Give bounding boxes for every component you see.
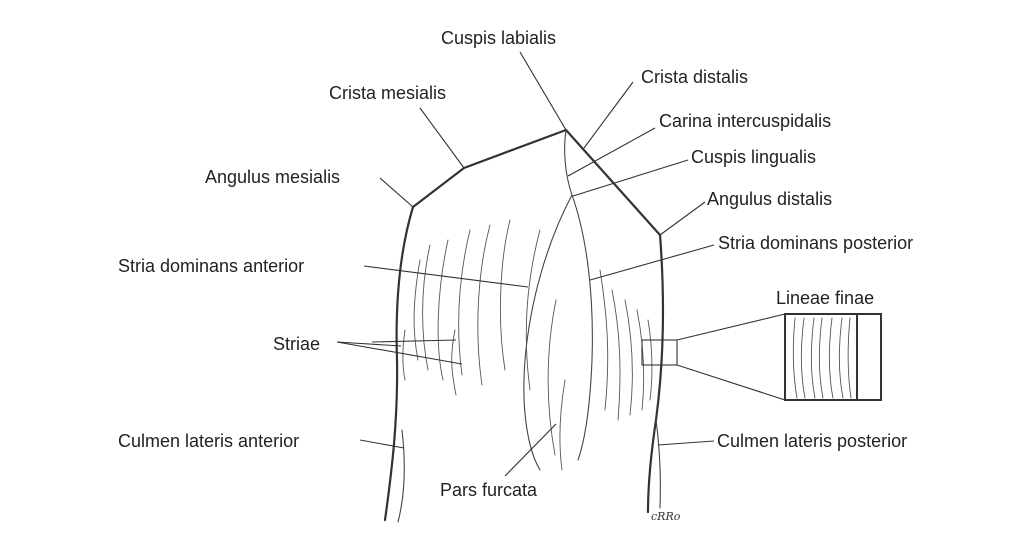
leader-carina-intercuspidalis xyxy=(568,128,655,176)
leader-striae-3 xyxy=(372,340,456,342)
inset-magnified-box xyxy=(785,314,881,400)
stria xyxy=(438,240,448,380)
leader-angulus-distalis xyxy=(660,202,705,235)
artist-signature: cRRo xyxy=(651,510,681,523)
stria xyxy=(478,225,490,385)
leader-crista-mesialis xyxy=(420,108,464,168)
leader-striae-2 xyxy=(337,342,462,364)
stria xyxy=(500,220,510,370)
inset-connector-bottom xyxy=(677,365,785,400)
leader-culmen-anterior xyxy=(360,440,404,448)
leader-stria-dominans-anterior xyxy=(364,266,528,287)
crista-mesialis-edge xyxy=(413,130,566,207)
label-cuspis-lingualis: Cuspis lingualis xyxy=(691,147,816,167)
label-crista-distalis: Crista distalis xyxy=(641,67,748,87)
stria xyxy=(560,380,565,470)
leader-angulus-mesialis xyxy=(380,178,413,207)
carina-group xyxy=(524,130,593,470)
leader-cuspis-labialis xyxy=(520,52,566,130)
inset-source-box xyxy=(642,340,677,365)
stria xyxy=(414,260,420,360)
label-crista-mesialis: Crista mesialis xyxy=(329,83,446,103)
crista-distalis-edge xyxy=(566,130,660,235)
label-angulus-mesialis: Angulus mesialis xyxy=(205,167,340,187)
label-striae: Striae xyxy=(273,334,320,354)
carina-intercuspidalis-line xyxy=(565,130,572,195)
leader-stria-dominans-posterior xyxy=(590,245,714,280)
stria xyxy=(403,330,405,380)
inset-connector-top xyxy=(677,314,785,340)
stria xyxy=(548,300,556,455)
label-culmen-lateris-anterior: Culmen lateris anterior xyxy=(118,431,299,451)
leader-cuspis-lingualis xyxy=(573,160,688,196)
mesial-edge xyxy=(385,207,413,520)
label-angulus-distalis: Angulus distalis xyxy=(707,189,832,209)
stria xyxy=(637,310,644,410)
label-carina-intercuspidalis: Carina intercuspidalis xyxy=(659,111,831,131)
label-culmen-lateris-posterior: Culmen lateris posterior xyxy=(717,431,907,451)
stria xyxy=(648,320,652,400)
stria-dominans-anterior-line xyxy=(524,195,572,470)
stria xyxy=(459,230,470,375)
stria xyxy=(526,230,540,390)
culmen-anterior-line xyxy=(398,430,404,522)
stria xyxy=(612,290,620,420)
label-stria-dominans-anterior: Stria dominans anterior xyxy=(118,256,304,276)
leader-culmen-posterior xyxy=(658,441,714,445)
label-stria-dominans-posterior: Stria dominans posterior xyxy=(718,233,913,253)
stria xyxy=(423,245,430,370)
label-lineae-finae: Lineae finae xyxy=(776,288,874,308)
stria xyxy=(600,270,608,410)
label-cuspis-labialis: Cuspis labialis xyxy=(441,28,556,48)
tooth-outline xyxy=(385,130,663,522)
lineae-finae-inset xyxy=(642,314,881,400)
leader-crista-distalis xyxy=(584,82,633,148)
stria-dominans-posterior-line xyxy=(572,195,592,460)
stria xyxy=(625,300,632,415)
label-pars-furcata: Pars furcata xyxy=(440,480,538,500)
distal-edge xyxy=(648,235,663,512)
leader-pars-furcata xyxy=(505,424,556,476)
culmen-posterior-line xyxy=(656,420,660,508)
labels: Cuspis labialis Crista distalis Crista m… xyxy=(118,28,913,523)
